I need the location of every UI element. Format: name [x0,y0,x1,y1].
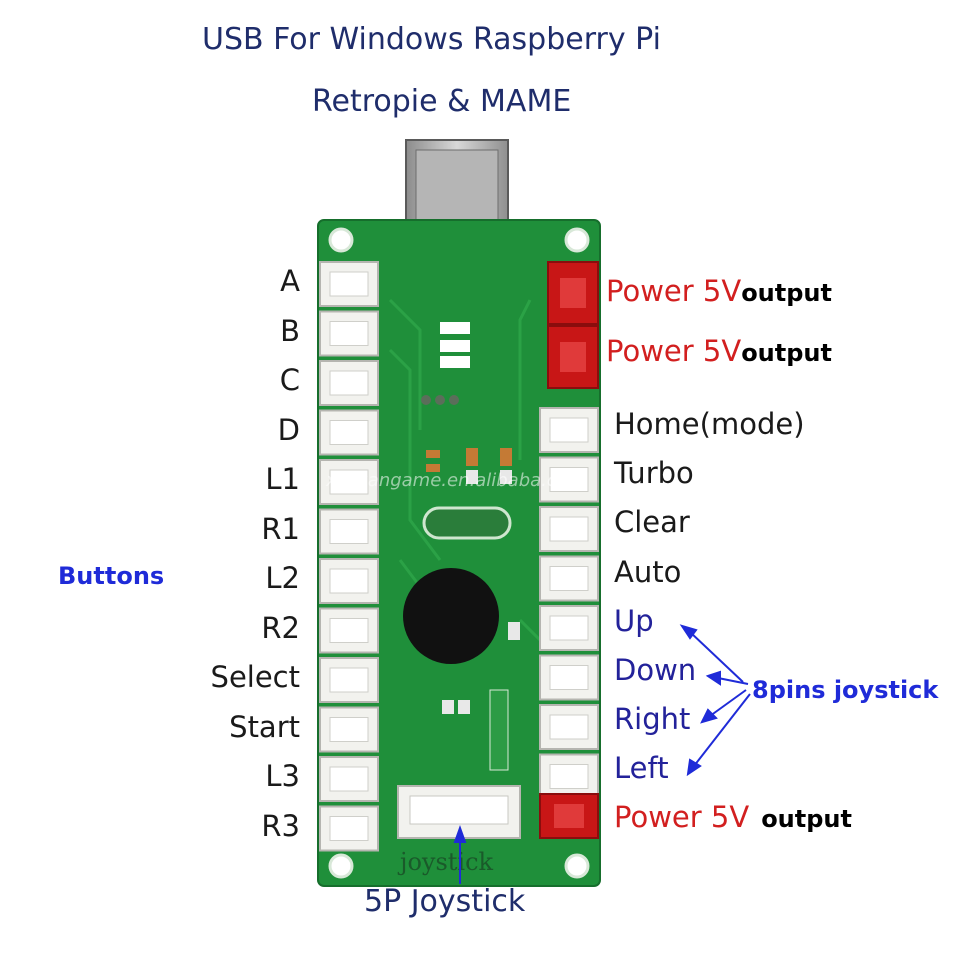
label-turbo: Turbo [614,456,694,490]
silkscreen-joystick: joystick [397,848,494,876]
pcb-board [317,219,601,887]
label-button-a: A [280,264,300,298]
power-label-2: Power 5Voutput [606,334,832,368]
mounting-hole [564,227,590,253]
watermark: xinwangame.en.alibaba.com [326,470,586,491]
power-label-1: Power 5Voutput [606,274,832,308]
main-chip [403,568,499,664]
crystal-oscillator [422,506,512,540]
label-button-l3: L3 [265,759,300,793]
label-8pins-joystick: 8pins joystick [752,676,939,704]
title-line-2: Retropie & MAME [312,84,572,119]
label-button-d: D [277,412,300,447]
label-button-select: Select [210,660,300,694]
label-5p-joystick: 5P Joystick [364,884,526,919]
power-connector [547,261,599,325]
label-button-start: Start [229,709,300,744]
label-button-b: B [280,313,300,348]
label-down: Down [614,653,697,687]
title-line-1: USB For Windows Raspberry Pi [202,22,661,57]
label-left: Left [614,751,669,785]
label-button-c: C [279,363,300,397]
mounting-hole [328,227,354,253]
label-button-r3: R3 [261,808,300,843]
label-button-l2: L2 [265,561,300,595]
label-up: Up [614,604,654,638]
label-button-r2: R2 [261,610,300,645]
power-connector [539,793,599,839]
label-buttons: Buttons [58,562,165,590]
label-right: Right [614,702,691,736]
mounting-hole [564,853,590,879]
label-home-mode: Home(mode) [614,407,805,441]
power-connector [547,325,599,389]
label-auto: Auto [614,555,682,589]
mounting-hole [328,853,354,879]
label-button-r1: R1 [261,511,300,546]
label-button-l1: L1 [265,462,300,496]
arrows [453,624,751,884]
label-clear: Clear [614,505,690,539]
